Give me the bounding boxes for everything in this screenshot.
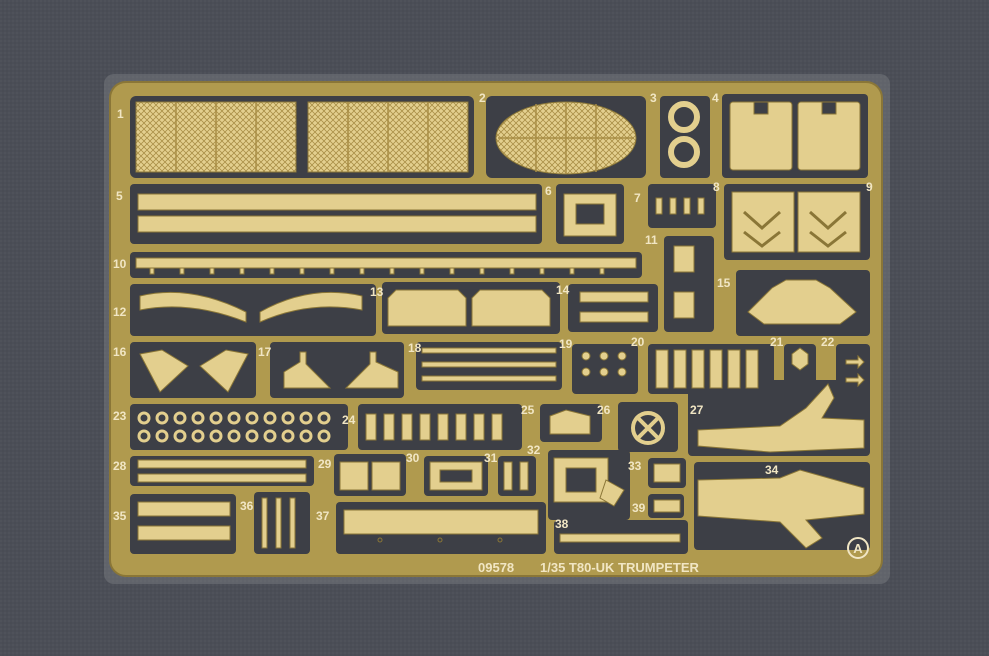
kit-label: 1/35 T80-UK TRUMPETER <box>540 560 700 575</box>
sheet-letter-badge: A <box>847 537 869 559</box>
part-number-labels: 1 2 3 4 5 6 7 8 9 10 11 12 13 14 15 16 1… <box>113 91 873 531</box>
part-number: 2 <box>479 91 486 105</box>
part-number: 13 <box>370 285 384 299</box>
part-number: 15 <box>717 276 731 290</box>
sheet-code: 09578 <box>478 560 514 575</box>
part-number: 11 <box>645 233 658 247</box>
part-number: 27 <box>690 403 704 417</box>
sheet-letter: A <box>853 541 863 556</box>
part-number: 3 <box>650 91 657 105</box>
part-number: 38 <box>555 517 569 531</box>
part-number: 23 <box>113 409 127 423</box>
part-number: 21 <box>770 335 784 349</box>
part-number: 32 <box>527 443 541 457</box>
part-number: 17 <box>258 345 272 359</box>
part-number: 18 <box>408 341 422 355</box>
part-number: 9 <box>866 180 873 194</box>
part-number: 1 <box>117 107 124 121</box>
part-number: 12 <box>113 305 127 319</box>
part-number: 7 <box>634 191 641 205</box>
part-number: 33 <box>628 459 642 473</box>
brass-parts <box>135 101 865 549</box>
part-number: 30 <box>406 451 420 465</box>
part-number: 35 <box>113 509 127 523</box>
part-number: 29 <box>318 457 332 471</box>
part-number: 25 <box>521 403 535 417</box>
part-number: 14 <box>556 283 570 297</box>
part-number: 26 <box>597 403 611 417</box>
part-number: 16 <box>113 345 127 359</box>
part-number: 20 <box>631 335 645 349</box>
part-number: 36 <box>240 499 254 513</box>
part-number: 34 <box>765 463 779 477</box>
part-number: 8 <box>713 180 720 194</box>
part-number: 24 <box>342 413 356 427</box>
part-number: 10 <box>113 257 127 271</box>
part-number: 28 <box>113 459 127 473</box>
part-number: 6 <box>545 184 552 198</box>
part-number: 39 <box>632 501 646 515</box>
part-number: 37 <box>316 509 330 523</box>
part-number: 5 <box>116 189 123 203</box>
part-number: 31 <box>484 451 498 465</box>
part-number: 4 <box>712 91 719 105</box>
part-number: 22 <box>821 335 835 349</box>
part-number: 19 <box>559 337 573 351</box>
